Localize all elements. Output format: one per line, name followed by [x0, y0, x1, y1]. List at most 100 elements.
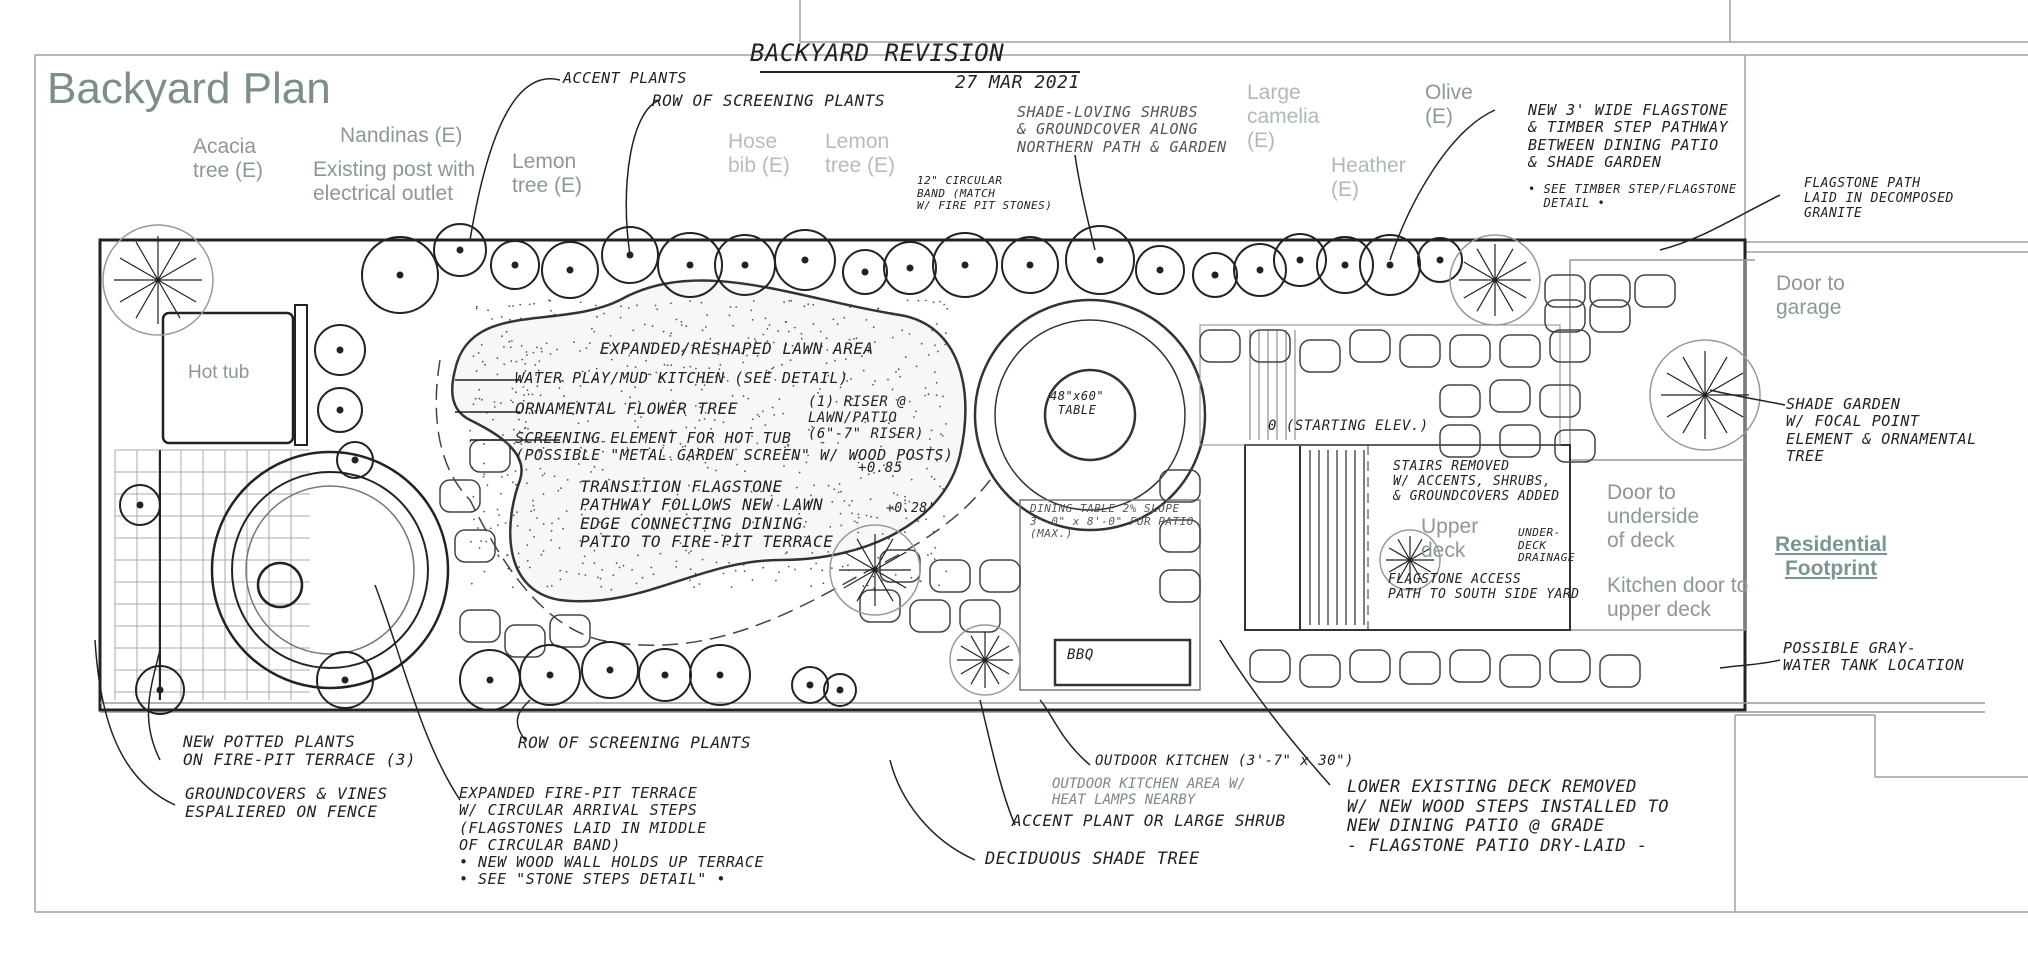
lawn-dot: [834, 359, 836, 362]
flagstone: [1159, 569, 1201, 603]
tree-branch: [960, 645, 986, 661]
lawn-dot: [601, 401, 604, 404]
lawn-dot: [524, 363, 527, 365]
lawn-dot: [601, 468, 604, 471]
lawn-dot: [524, 441, 527, 443]
lawn-dot: [946, 307, 949, 310]
lawn-dot: [522, 386, 525, 388]
plant-symbol: [657, 232, 723, 298]
tree-canopy: [949, 624, 1021, 696]
lawn-dot: [481, 398, 483, 401]
lawn-dot: [636, 304, 638, 307]
lawn-dot: [862, 369, 865, 372]
lawn-dot: [477, 352, 480, 354]
lawn-dot: [496, 508, 499, 511]
lawn-dot: [483, 443, 485, 445]
lawn-dot: [556, 348, 558, 351]
lawn-dot: [857, 531, 859, 534]
lawn-dot: [876, 516, 879, 519]
lawn-dot: [469, 440, 471, 443]
plant-symbol: [1359, 234, 1421, 296]
plant-symbol: [314, 324, 366, 376]
planting-symbols: [102, 223, 1761, 715]
lawn-dot: [827, 551, 830, 553]
lawn-dot: [904, 508, 906, 510]
lawn-dot: [731, 394, 734, 397]
lawn-dot: [919, 580, 922, 583]
lawn-dot: [572, 413, 575, 415]
lawn-dot: [472, 495, 475, 498]
lawn-dot: [799, 350, 801, 353]
lawn-dot: [483, 570, 486, 573]
lawn-dot: [942, 488, 944, 490]
lawn-dot: [473, 518, 475, 521]
lawn-dot: [790, 299, 793, 302]
lawn-dot: [819, 330, 822, 333]
lawn-dot: [584, 574, 587, 576]
lawn-dot: [939, 449, 942, 452]
tree-canopy: [1449, 234, 1541, 326]
plant-symbol: [1316, 236, 1374, 294]
lawn-dot: [807, 539, 810, 542]
lawn-dot: [694, 572, 697, 575]
revision-heading: BACKYARD REVISION: [750, 39, 1005, 67]
lawn-dot: [594, 304, 597, 307]
lawn-dot: [917, 520, 920, 523]
lawn-dot: [861, 355, 863, 358]
lawn-dot: [726, 458, 729, 460]
lawn-dot: [752, 418, 754, 420]
lawn-dot: [680, 321, 683, 323]
lawn-dot: [817, 503, 820, 506]
lawn-dot: [676, 527, 678, 530]
lawn-dot: [748, 535, 751, 537]
flagstone: [504, 624, 546, 658]
tree-branch: [157, 279, 181, 319]
lawn-dot: [833, 488, 836, 491]
lawn-dot: [835, 400, 838, 403]
lawn-dot: [894, 312, 897, 315]
lawn-dot: [670, 429, 673, 432]
lawn-dot: [526, 377, 528, 380]
tree-canopy: [1379, 529, 1441, 591]
lawn-dot: [726, 380, 729, 382]
flagstone-pavers: [439, 274, 1676, 688]
tree-branch: [856, 538, 876, 571]
plant-symbol: [689, 644, 751, 706]
tree-branch: [1388, 547, 1411, 561]
lawn-dot: [640, 513, 643, 516]
tree-branch: [1494, 261, 1527, 281]
plant-center: [566, 266, 574, 274]
flagstone: [1539, 384, 1581, 418]
lawn-dot: [663, 363, 666, 366]
lawn-dot: [587, 517, 590, 520]
lawn-dot: [650, 566, 653, 569]
lawn-dot: [940, 433, 942, 435]
lawn-dot: [518, 566, 520, 568]
lawn-dot: [644, 323, 646, 326]
lawn-dot: [679, 542, 682, 544]
note-deciduous-tree: DECIDUOUS SHADE TREE: [985, 849, 1200, 869]
lawn-dot: [855, 404, 858, 407]
lawn-dot: [593, 465, 596, 468]
lawn-dot: [928, 438, 931, 441]
lawn-dot: [742, 361, 745, 364]
lawn-dot: [639, 490, 642, 492]
lawn-dot: [762, 566, 765, 569]
lawn-dot: [690, 550, 692, 552]
lawn-dot: [596, 315, 598, 318]
lawn-dot: [559, 569, 562, 572]
lawn-dot: [787, 445, 790, 447]
flagstone: [1499, 334, 1541, 368]
lawn-dot: [551, 522, 553, 525]
note-row-screening-bottom: ROW OF SCREENING PLANTS: [518, 733, 752, 752]
lawn-dot: [526, 354, 528, 356]
revision-date: 27 MAR 2021: [955, 72, 1080, 93]
lawn-dot: [747, 485, 749, 487]
lawn-dot: [557, 517, 560, 520]
lawn-dot: [793, 456, 796, 459]
lawn-dot: [843, 500, 846, 502]
lawn-dot: [603, 440, 606, 443]
tree-branch: [984, 645, 1010, 661]
lawn-dot: [832, 318, 835, 321]
lawn-dot: [771, 367, 774, 370]
